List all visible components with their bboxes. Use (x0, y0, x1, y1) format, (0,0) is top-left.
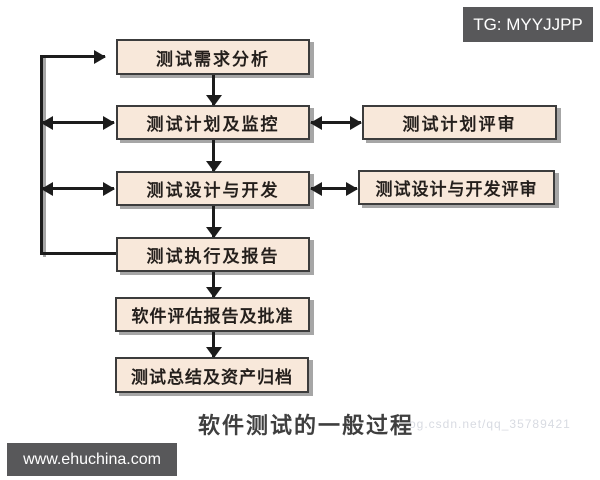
arrow-evaluation-to-summary (212, 332, 215, 357)
feedback-line-execution (41, 252, 116, 255)
diagram-caption: 软件测试的一般过程 (197, 413, 414, 438)
step-box-execution: 测试执行及报告 (116, 237, 310, 272)
step-box-requirements: 测试需求分析 (116, 39, 310, 75)
arrow-design-to-execution (212, 206, 215, 237)
arrow-execution-to-evaluation (212, 272, 215, 297)
arrow-requirements-to-planning (212, 75, 215, 105)
review-box-design-review: 测试设计与开发评审 (358, 170, 555, 205)
review-box-plan-review: 测试计划评审 (362, 105, 557, 140)
feedback-arrow-design (42, 187, 114, 190)
feedback-arrow-planning (42, 121, 114, 124)
website-badge: www.ehuchina.com (7, 443, 177, 476)
arrow-design-design-review (311, 187, 357, 190)
step-box-summary: 测试总结及资产归档 (115, 357, 309, 393)
feedback-vertical-line (40, 55, 43, 255)
telegram-badge: TG: MYYJJPP (463, 7, 593, 42)
step-box-design: 测试设计与开发 (116, 171, 310, 206)
feedback-arrow-to-requirements (41, 55, 105, 58)
arrow-planning-to-design (212, 140, 215, 171)
csdn-watermark: og.csdn.net/qq_35789421 (409, 417, 571, 431)
arrow-planning-plan-review (311, 121, 361, 124)
step-box-planning: 测试计划及监控 (116, 105, 310, 140)
step-box-evaluation: 软件评估报告及批准 (115, 297, 310, 332)
